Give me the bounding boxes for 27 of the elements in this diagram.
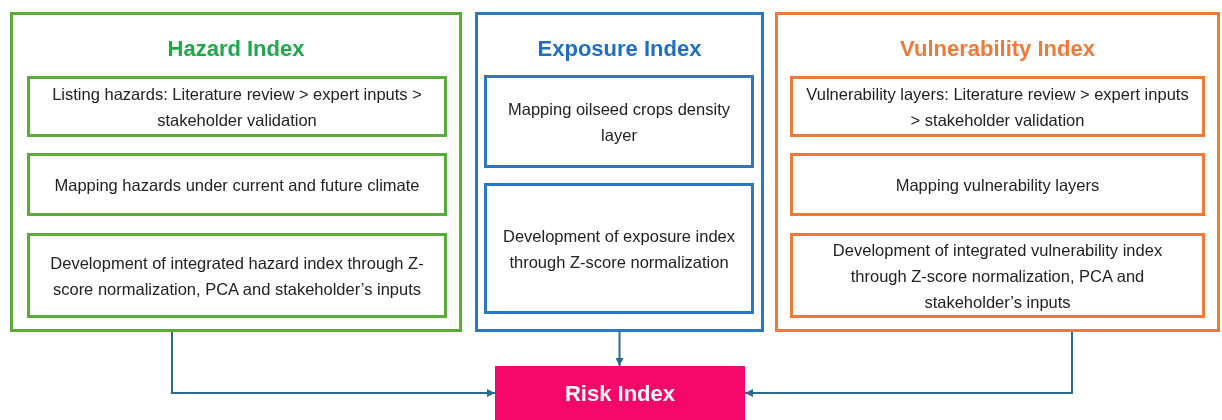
arrow (615, 331, 624, 367)
panel-title: Vulnerability Index (900, 35, 1095, 63)
arrow (171, 331, 496, 397)
arrow (744, 331, 1073, 397)
step-text: Development of integrated hazard index through Z-score normalization, PCA and stakeholder’s inputs (49, 252, 425, 300)
panel-title: Exposure Index (537, 35, 702, 63)
index-panel (10, 12, 462, 332)
step-text: Vulnerability layers: Literature review > expert inputs > stakeholder validation (805, 83, 1190, 131)
step-box (484, 75, 754, 168)
step-box (790, 76, 1205, 137)
step-text: Mapping hazards under current and future climate (53, 174, 421, 196)
step-box (27, 76, 447, 137)
panel-title: Hazard Index (167, 35, 305, 63)
step-box (27, 233, 447, 318)
step-box (27, 153, 447, 216)
result-title: Risk Index (564, 379, 675, 408)
step-text: Listing hazards: Literature review > expert inputs > stakeholder validation (51, 83, 423, 131)
step-box (484, 183, 754, 314)
step-text: Development of integrated vulnerability index through Z-score normalization, PCA and stakeholder’s inputs (831, 239, 1164, 313)
step-text: Development of exposure index through Z-score normalization (501, 225, 737, 273)
step-text: Mapping vulnerability layers (894, 174, 1101, 196)
step-box (790, 153, 1205, 216)
step-box (790, 233, 1205, 318)
index-panel (475, 12, 764, 332)
index-panel (775, 12, 1220, 332)
result-box (495, 366, 745, 420)
step-text: Mapping oilseed crops density layer (507, 98, 731, 146)
